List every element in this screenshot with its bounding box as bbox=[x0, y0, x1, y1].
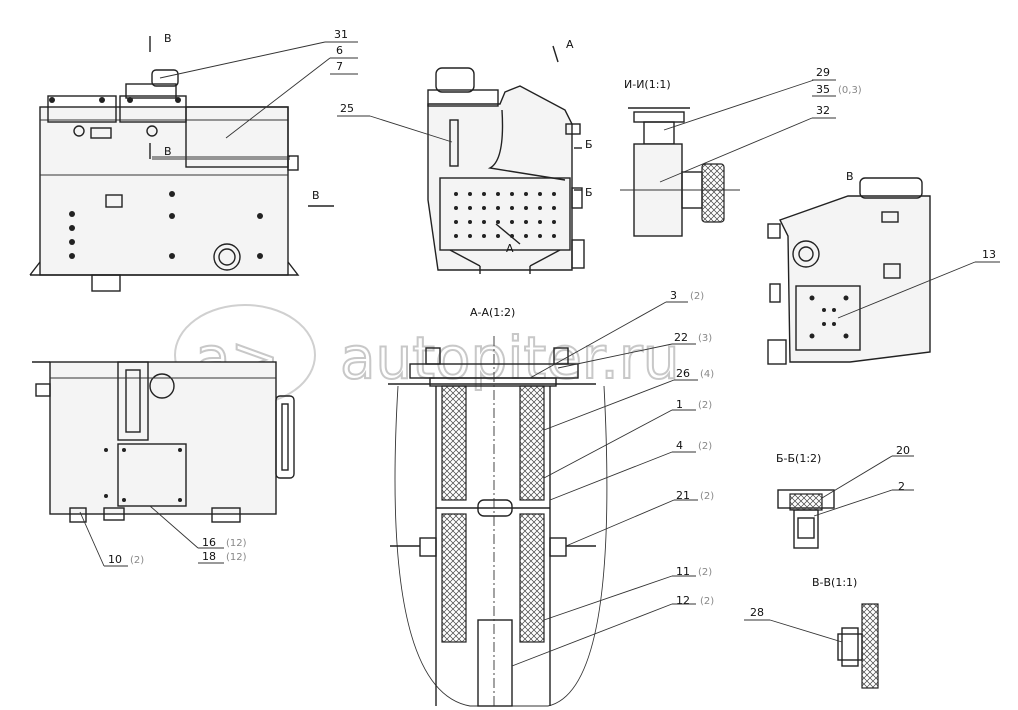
callout-1: 1 bbox=[676, 398, 683, 411]
section-bb-part bbox=[777, 489, 835, 549]
tank-side-view bbox=[427, 67, 585, 274]
callout-12: 12 bbox=[676, 594, 690, 607]
view-marker-b-top: В bbox=[164, 32, 172, 45]
callout-4-qty: (2) bbox=[698, 441, 712, 452]
callout-2: 2 bbox=[898, 480, 905, 493]
tank-front-view bbox=[29, 69, 300, 292]
view-marker-b-mid: В bbox=[164, 145, 172, 158]
callout-29: 29 bbox=[816, 66, 830, 79]
callout-26: 26 bbox=[676, 367, 690, 380]
callout-18: 18 bbox=[202, 550, 216, 563]
callout-16-qty: (12) bbox=[226, 538, 247, 549]
callout-7: 7 bbox=[336, 60, 343, 73]
callout-35: 35 bbox=[816, 83, 830, 96]
callout-16: 16 bbox=[202, 536, 216, 549]
callout-11-qty: (2) bbox=[698, 567, 712, 578]
section-title-aa: А-А(1:2) bbox=[470, 306, 515, 319]
view-marker-b-side: В bbox=[312, 189, 320, 202]
watermark-text: autopiter.ru bbox=[340, 324, 679, 392]
view-marker-a-mid: А bbox=[506, 242, 514, 255]
callout-26-qty: (4) bbox=[700, 369, 714, 380]
callout-3-qty: (2) bbox=[690, 291, 704, 302]
callout-21-qty: (2) bbox=[700, 491, 714, 502]
callout-32: 32 bbox=[816, 104, 830, 117]
callout-25: 25 bbox=[340, 102, 354, 115]
view-marker-be-2: Б bbox=[585, 186, 593, 199]
tank-top-view bbox=[32, 361, 295, 523]
callout-3: 3 bbox=[670, 289, 677, 302]
callout-12-qty: (2) bbox=[700, 596, 714, 607]
section-title-ii: И-И(1:1) bbox=[624, 78, 671, 91]
callout-6: 6 bbox=[336, 44, 343, 57]
callout-4: 4 bbox=[676, 439, 683, 452]
callout-22-qty: (3) bbox=[698, 333, 712, 344]
callout-21: 21 bbox=[676, 489, 690, 502]
callout-10-qty: (2) bbox=[130, 555, 144, 566]
callout-35-qty: (0,3) bbox=[838, 85, 862, 96]
view-marker-be-1: Б bbox=[585, 138, 593, 151]
tank-rear-view bbox=[767, 177, 931, 365]
callout-10: 10 bbox=[108, 553, 122, 566]
callout-1-qty: (2) bbox=[698, 400, 712, 411]
section-title-bb: Б-Б(1:2) bbox=[776, 452, 821, 465]
callout-28: 28 bbox=[750, 606, 764, 619]
callout-18-qty: (12) bbox=[226, 552, 247, 563]
section-vv-part bbox=[837, 603, 879, 689]
section-ii-part bbox=[620, 107, 740, 237]
section-aa-filter bbox=[388, 336, 608, 707]
callout-22: 22 bbox=[674, 331, 688, 344]
callout-20: 20 bbox=[896, 444, 910, 457]
view-marker-a-top: А bbox=[566, 38, 574, 51]
callout-11: 11 bbox=[676, 565, 690, 578]
section-title-vv: В-В(1:1) bbox=[812, 576, 857, 589]
callout-31: 31 bbox=[334, 28, 348, 41]
callout-13: 13 bbox=[982, 248, 996, 261]
view-marker-b-right: В bbox=[846, 170, 854, 183]
